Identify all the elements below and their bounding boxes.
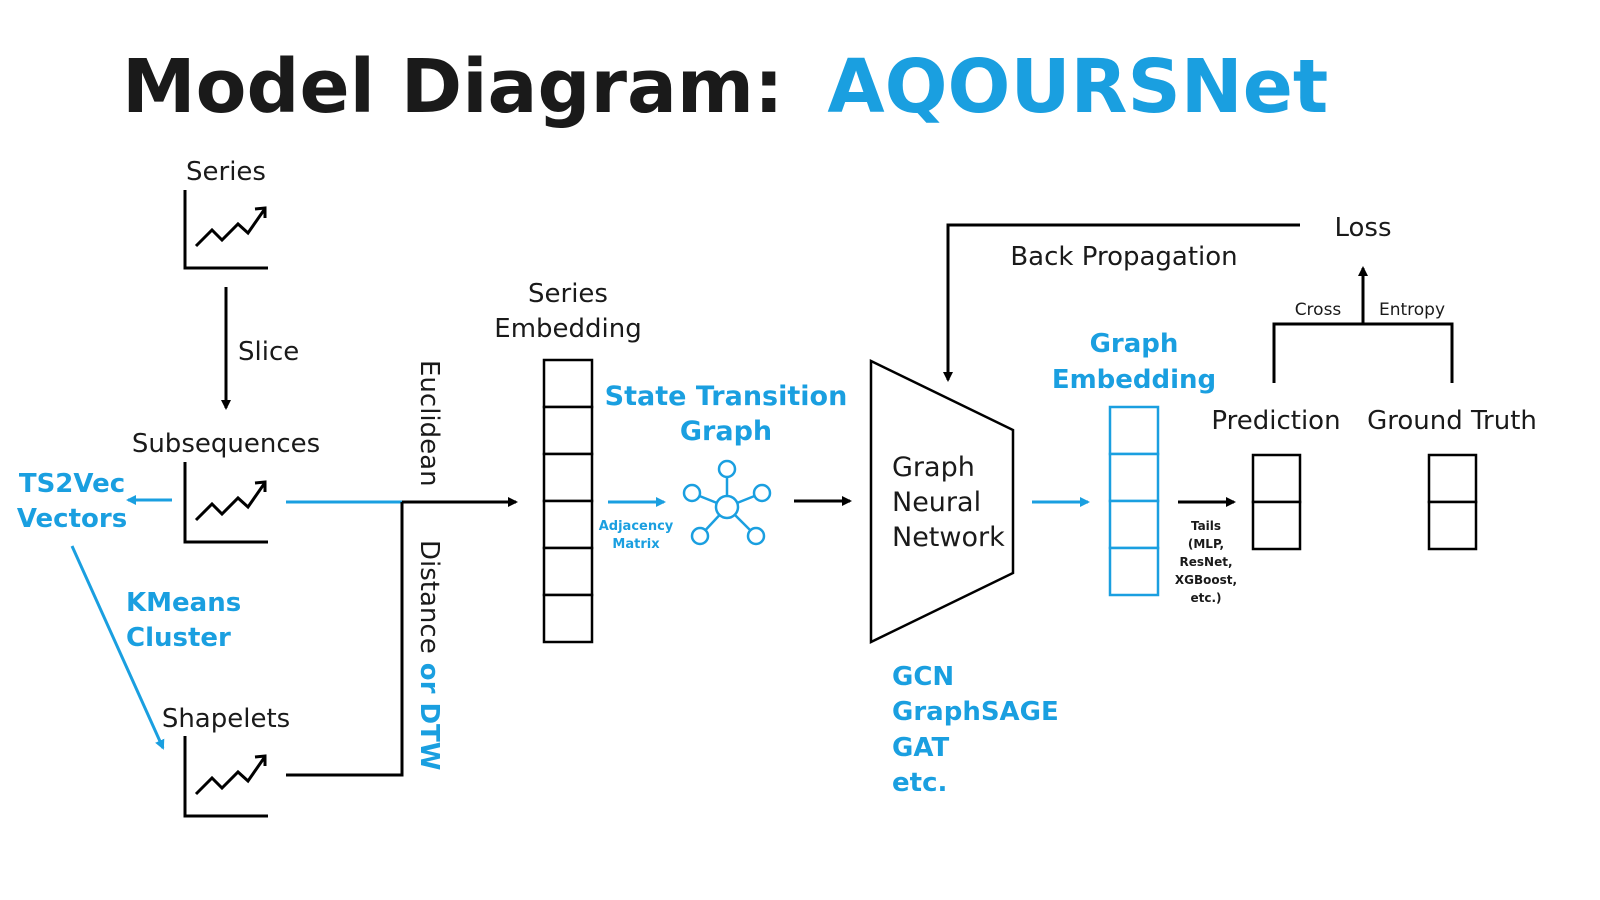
series-chart-icon bbox=[183, 190, 268, 270]
kmeans-label-2: Cluster bbox=[126, 623, 231, 653]
state-transition-label-2: Graph bbox=[680, 416, 772, 447]
cross-entropy-bracket bbox=[1272, 322, 1454, 383]
subsequences-chart-icon bbox=[183, 462, 268, 544]
shapelets-chart-icon bbox=[183, 736, 268, 818]
svg-text:etc.): etc.) bbox=[1190, 591, 1221, 605]
entropy-label: Entropy bbox=[1379, 300, 1445, 320]
svg-text:Tails: Tails bbox=[1191, 519, 1221, 533]
gnn-block bbox=[869, 359, 1015, 644]
dtw-text: or DTW bbox=[414, 654, 444, 771]
back-propagation-label: Back Propagation bbox=[1010, 242, 1237, 272]
prediction-vector bbox=[1251, 453, 1302, 551]
title-accent: AQOURSNet bbox=[827, 44, 1328, 130]
loss-label: Loss bbox=[1334, 213, 1391, 243]
ground-truth-label: Ground Truth bbox=[1367, 406, 1537, 436]
gnn-variant-gat: GAT bbox=[892, 733, 949, 763]
state-transition-label-1: State Transition bbox=[605, 381, 848, 412]
adjacency-label-1: Adjacency bbox=[599, 519, 674, 534]
gnn-variant-gcn: GCN bbox=[892, 662, 954, 692]
title-main: Model Diagram: bbox=[122, 44, 784, 130]
graph-embedding-vector bbox=[1108, 405, 1160, 597]
series-label: Series bbox=[186, 157, 266, 187]
prediction-label: Prediction bbox=[1211, 406, 1340, 436]
svg-text:(MLP,: (MLP, bbox=[1188, 537, 1224, 551]
tails-label: Tails (MLP, ResNet, XGBoost, etc.) bbox=[1175, 519, 1237, 605]
star-graph-icon bbox=[682, 459, 772, 546]
adjacency-label-2: Matrix bbox=[612, 537, 660, 552]
euclidean-label: Euclidean bbox=[414, 360, 444, 487]
distance-label: Distance or DTW bbox=[414, 540, 444, 770]
ts2vec-label-2: Vectors bbox=[17, 504, 127, 534]
kmeans-label-1: KMeans bbox=[126, 588, 241, 618]
series-embedding-vector bbox=[542, 358, 594, 644]
svg-text:XGBoost,: XGBoost, bbox=[1175, 573, 1237, 587]
slice-label: Slice bbox=[238, 337, 299, 367]
ground-truth-vector bbox=[1427, 453, 1478, 551]
kmeans-arrow bbox=[70, 545, 165, 750]
ts2vec-label-1: TS2Vec bbox=[19, 469, 125, 499]
gnn-label-1: Graph bbox=[892, 452, 975, 483]
svg-text:ResNet,: ResNet, bbox=[1180, 555, 1233, 569]
gnn-variant-etc: etc. bbox=[892, 768, 947, 798]
series-embedding-label-1: Series bbox=[528, 279, 608, 309]
subsequences-label: Subsequences bbox=[132, 429, 320, 459]
graph-embedding-label-1: Graph bbox=[1090, 329, 1179, 359]
gnn-variant-graphsage: GraphSAGE bbox=[892, 697, 1059, 727]
page-title: Model Diagram: AQOURSNet bbox=[122, 44, 1328, 130]
gnn-label-3: Network bbox=[892, 522, 1005, 553]
series-embedding-label-2: Embedding bbox=[494, 314, 641, 344]
graph-embedding-label-2: Embedding bbox=[1052, 365, 1216, 395]
gnn-label-2: Neural bbox=[892, 487, 981, 518]
shapelet-connector bbox=[286, 502, 404, 777]
back-propagation-arrow bbox=[943, 223, 1300, 382]
shapelets-label: Shapelets bbox=[162, 704, 290, 734]
distance-text: Distance bbox=[414, 540, 444, 654]
cross-label: Cross bbox=[1295, 300, 1342, 320]
